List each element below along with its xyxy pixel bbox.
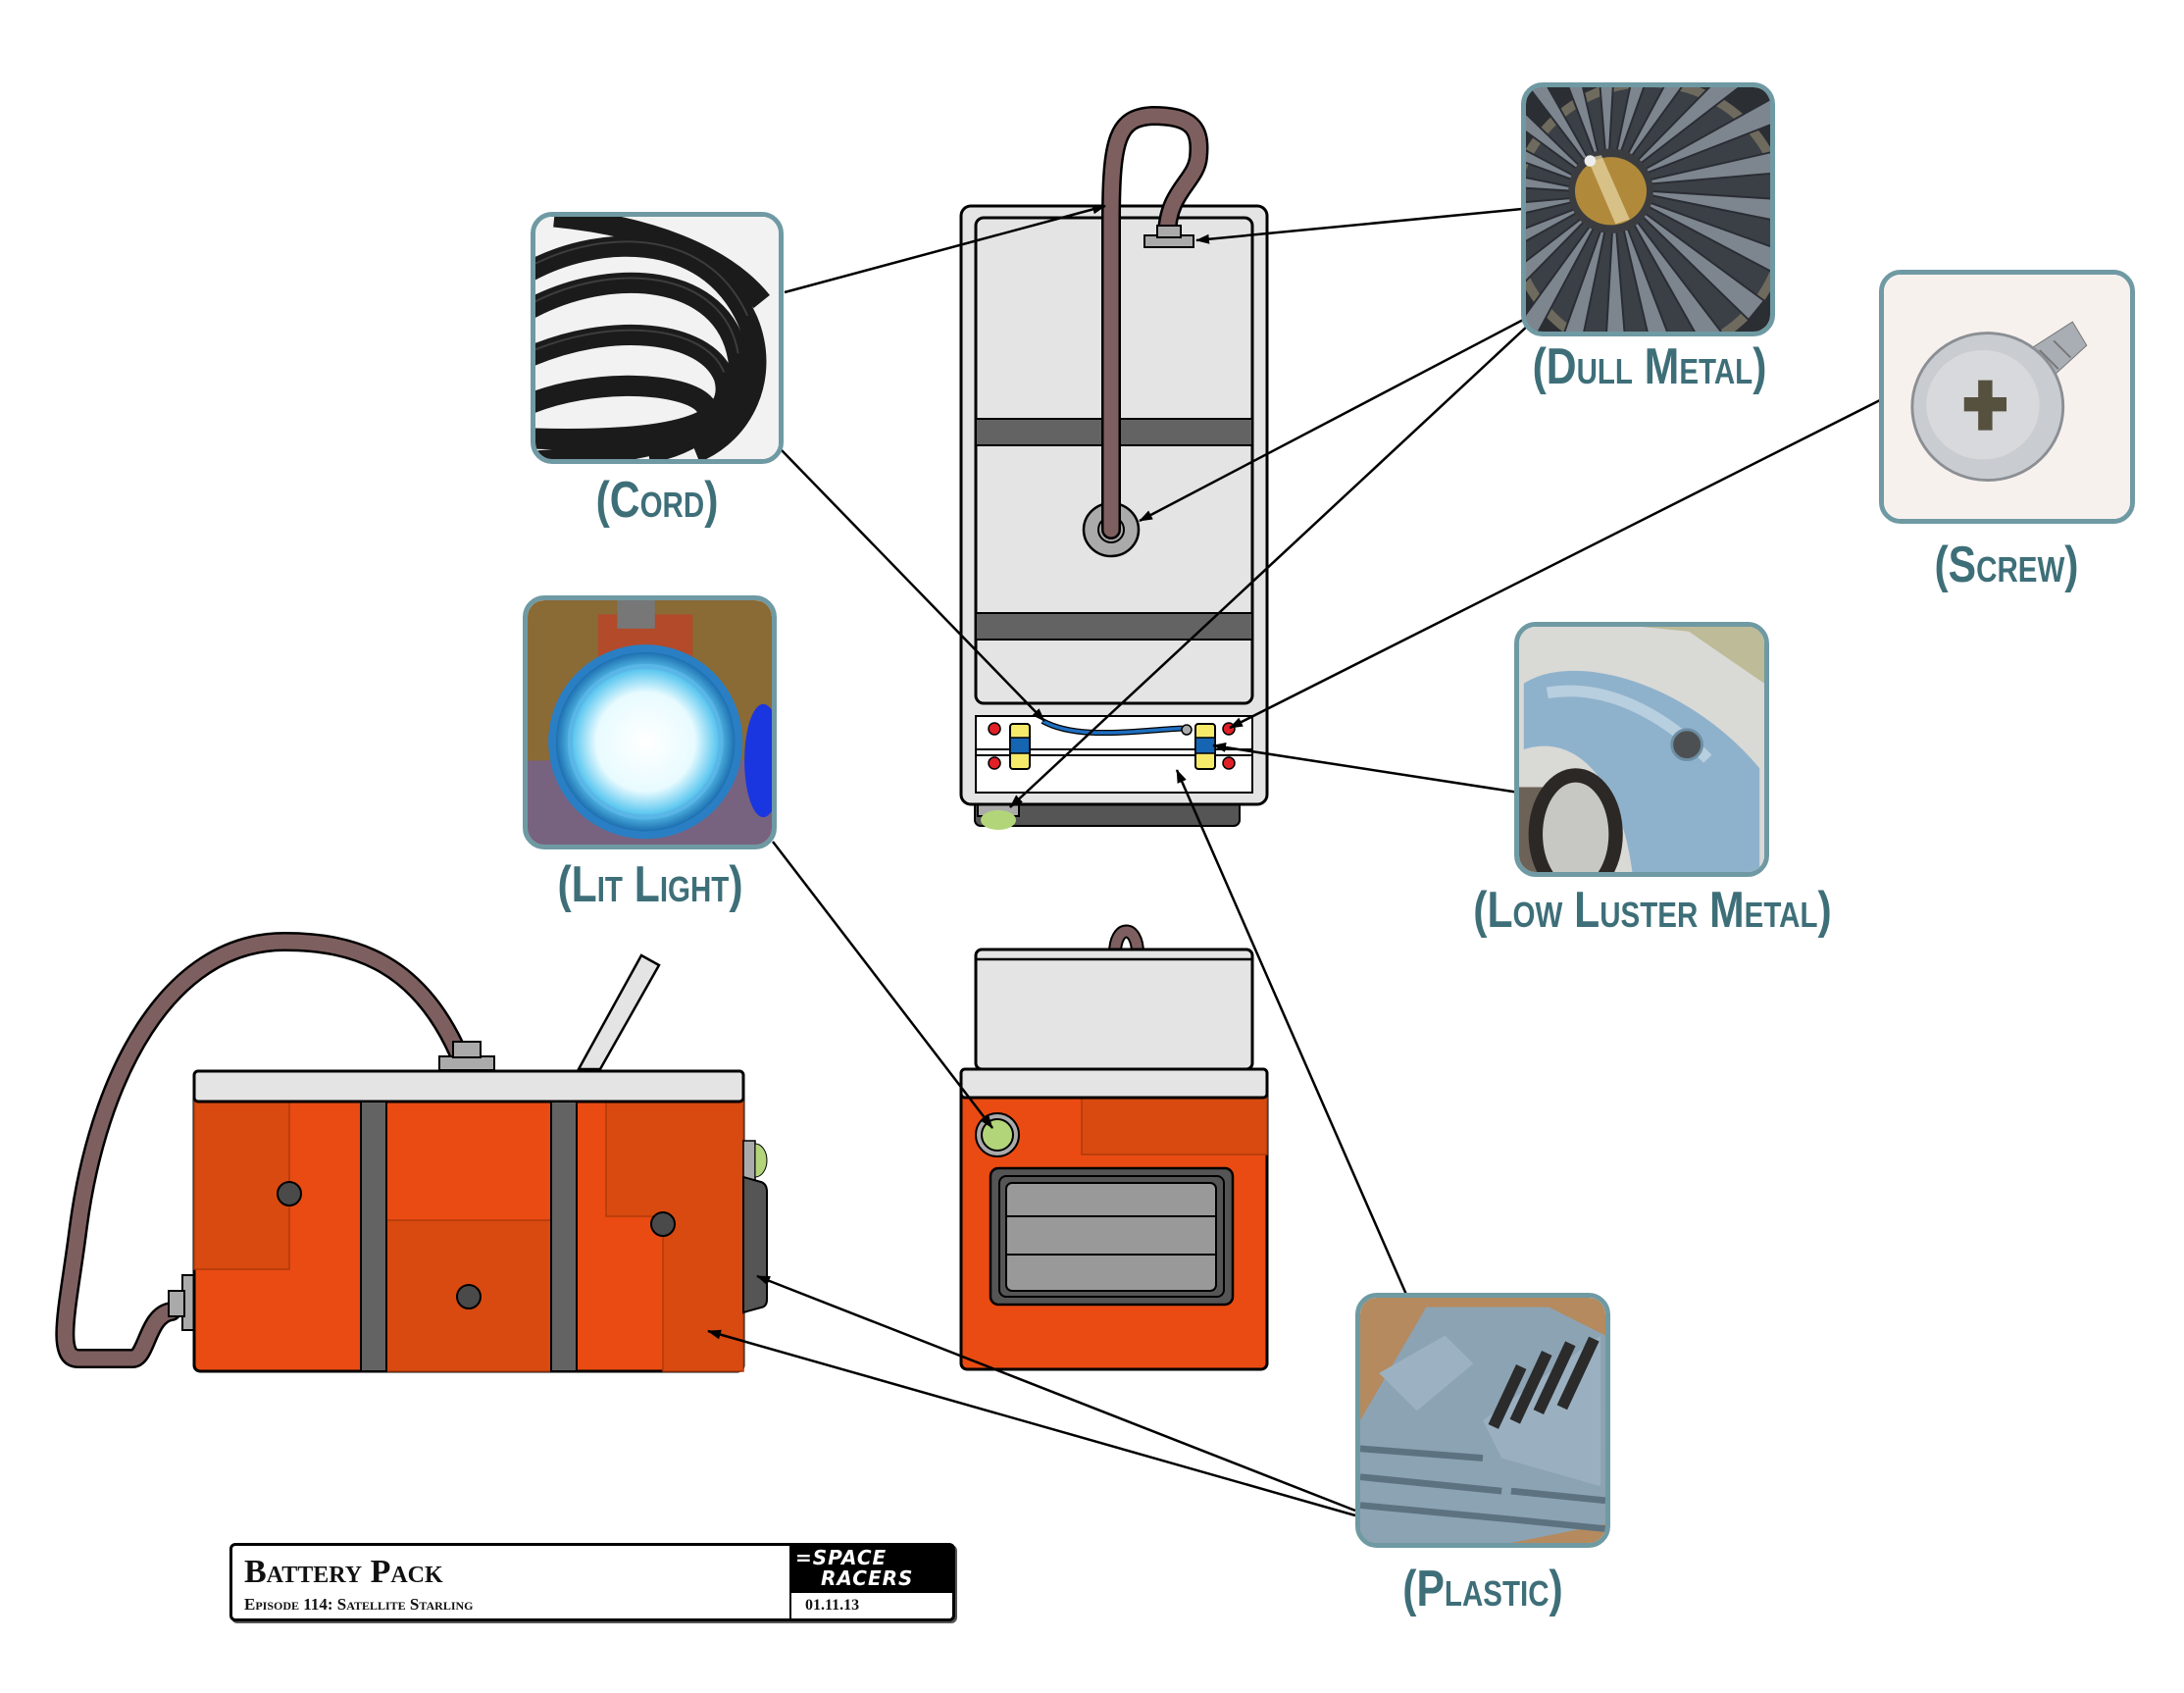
connector-neck (1156, 225, 1182, 238)
side-view-top-connector (438, 1055, 495, 1071)
front-view-cord-fill (1110, 926, 1143, 954)
title-block-title: Battery Pack (244, 1554, 443, 1590)
screw-icon (1222, 722, 1236, 736)
label-screw-text: (Screw) (1934, 537, 2079, 593)
label-cord-text: (Cord) (595, 472, 719, 529)
swatch-screw (1879, 270, 2135, 524)
label-dull-metal: (Dull Metal) (1506, 337, 1792, 396)
plastic-photo (1360, 1298, 1605, 1543)
screw-icon (988, 756, 1001, 770)
side-view-handle (576, 953, 661, 1071)
latch-right-clip (1194, 737, 1216, 754)
latch-left-clip (1009, 737, 1031, 754)
callout-screw-to-screw (1229, 398, 1881, 730)
logo-line-2: RACERS (821, 1566, 914, 1590)
callout-lit-light-to-light (772, 841, 993, 1129)
label-screw: (Screw) (1918, 536, 2094, 594)
swatch-plastic (1355, 1293, 1610, 1548)
label-low-luster-metal-text: (Low Luster Metal) (1473, 882, 1832, 939)
wire-grommet (1181, 724, 1193, 736)
swatch-low-luster-metal (1514, 622, 1769, 877)
callout-dull-metal-to-connector (1195, 207, 1523, 244)
title-block-date: 01.11.13 (789, 1593, 952, 1618)
side-view-strap-2 (550, 1101, 578, 1372)
title-block-subtitle: Episode 114: Satellite Starling (244, 1595, 474, 1614)
top-view-strap-2 (975, 612, 1253, 641)
top-view-cord-fill (1103, 108, 1206, 538)
screw-icon (988, 722, 1001, 736)
front-view-lid-band (959, 1067, 1269, 1100)
front-view-vent (1005, 1182, 1217, 1292)
label-low-luster-metal: (Low Luster Metal) (1434, 881, 1871, 940)
callout-cord-to-wire (780, 448, 1045, 722)
label-plastic-text: (Plastic) (1402, 1561, 1563, 1617)
swatch-lit-light (523, 595, 777, 849)
side-view-vent-box (742, 1175, 768, 1314)
logo-line-1: =SPACE (795, 1546, 888, 1569)
side-panel-shade (193, 1100, 290, 1270)
turbine-photo (1526, 87, 1770, 332)
callout-plastic-to-panel (1175, 769, 1409, 1298)
callout-cord-to-cord-top (784, 204, 1106, 294)
top-view-foot-light (981, 810, 1016, 830)
side-view-lid (192, 1069, 745, 1103)
callout-dull-metal-to-grommet (1139, 317, 1526, 523)
label-plastic: (Plastic) (1385, 1560, 1580, 1618)
callout-lines (707, 204, 1881, 1517)
label-lit-light: (Lit Light) (537, 855, 764, 914)
side-view-bolt (650, 1211, 676, 1237)
front-panel-shade (1081, 1097, 1268, 1155)
space-racers-logo: =SPACE RACERS (789, 1546, 954, 1593)
front-view (959, 924, 1269, 1371)
side-view-strap-1 (360, 1101, 387, 1372)
top-view (959, 105, 1269, 830)
title-block: Battery Pack Episode 114: Satellite Star… (229, 1543, 955, 1621)
side-light-base (742, 1140, 756, 1181)
cord-photo (535, 217, 779, 459)
lit-light-photo (528, 600, 772, 845)
front-view-lid-top (974, 948, 1254, 1071)
fender-photo (1519, 627, 1764, 872)
side-view-light (754, 1143, 768, 1178)
connector-neck (168, 1290, 185, 1317)
swatch-cord (531, 212, 784, 464)
callout-plastic-to-vent-box (756, 1274, 1356, 1513)
callout-plastic-to-body (707, 1329, 1356, 1517)
side-view (55, 931, 768, 1373)
label-lit-light-text: (Lit Light) (557, 856, 743, 913)
screw-photo (1884, 275, 2130, 519)
label-cord: (Cord) (583, 471, 732, 530)
connector-neck (452, 1041, 482, 1058)
screw-icon (1222, 756, 1236, 770)
side-view-cord-fill (57, 934, 471, 1366)
side-view-bolt (277, 1181, 302, 1206)
swatch-dull-metal (1521, 82, 1775, 336)
side-view-bolt (456, 1284, 482, 1309)
callout-dull-metal-to-foot (1009, 323, 1531, 808)
front-view-light (981, 1118, 1014, 1152)
label-dull-metal-text: (Dull Metal) (1532, 338, 1767, 395)
callout-low-luster-to-latch (1212, 743, 1520, 795)
